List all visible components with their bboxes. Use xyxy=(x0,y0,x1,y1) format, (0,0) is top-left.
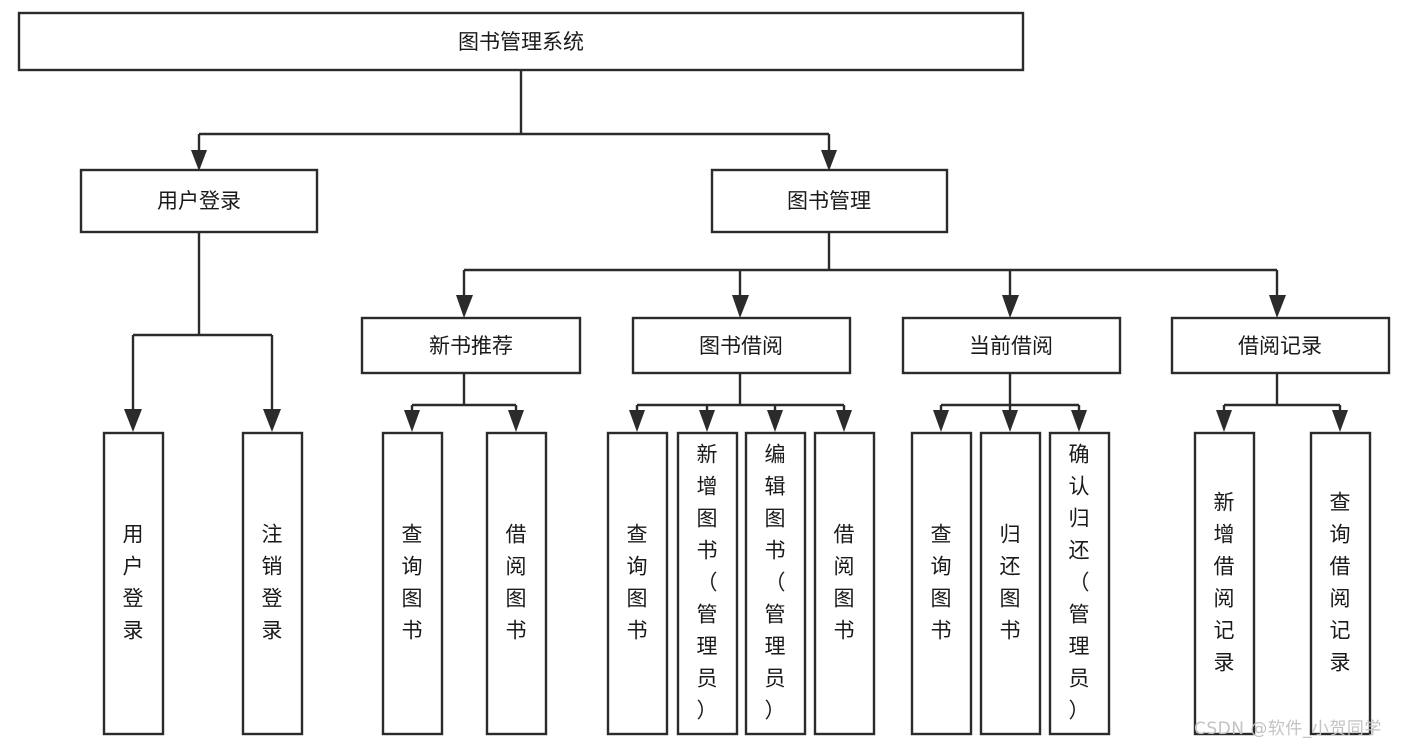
leaf-newbook-query-book-label: 查询图书 xyxy=(402,523,423,643)
arrow-head-bookborrow-l2 xyxy=(699,410,715,432)
arrow-head-bookborrow-l4 xyxy=(836,410,852,432)
node-book-borrow[interactable]: 图书借阅 xyxy=(631,316,852,375)
current-borrow-box[interactable] xyxy=(901,316,1122,375)
leaf-newbook-query-book-box[interactable] xyxy=(381,431,444,736)
leaf-bookborrow-borrow-book-box[interactable] xyxy=(813,431,876,736)
node-root-book-management-system[interactable]: 图书管理系统 xyxy=(17,11,1025,72)
csdn-watermark: CSDN @软件_小贺同学 xyxy=(1194,719,1382,739)
leaf-bookborrow-query-book-box[interactable] xyxy=(606,431,669,736)
node-current-borrow[interactable]: 当前借阅 xyxy=(901,316,1122,375)
leaf-bookborrow-query-book[interactable]: 查询图书 xyxy=(606,431,669,736)
leaf-bookborrow-borrow-book[interactable]: 借阅图书 xyxy=(813,431,876,736)
borrow-record-label: 借阅记录 xyxy=(1238,334,1322,358)
leaf-borrowrecord-query-record-box[interactable] xyxy=(1309,431,1372,736)
arrow-head-newbook-l1 xyxy=(404,410,420,432)
leaf-currentborrow-return-book-box[interactable] xyxy=(979,431,1042,736)
borrow-record-box[interactable] xyxy=(1170,316,1391,375)
arrow-head-user-login xyxy=(191,150,207,171)
leaf-newbook-query-book[interactable]: 查询图书 xyxy=(381,431,444,736)
current-borrow-label: 当前借阅 xyxy=(969,334,1053,358)
leaf-currentborrow-query-book-label: 查询图书 xyxy=(931,523,952,643)
arrow-head-currentborrow-l2 xyxy=(1002,410,1018,432)
leaf-bookborrow-borrow-book-label: 借阅图书 xyxy=(834,523,855,643)
arrow-head-borrowrecord-l2 xyxy=(1332,410,1348,432)
arrow-head-book-manage xyxy=(821,150,837,171)
arrow-head-borrowrecord-l1 xyxy=(1216,410,1232,432)
user-login-box[interactable] xyxy=(79,168,319,234)
arrow-head-bookborrow-l3 xyxy=(767,410,783,432)
leaf-user-login-box[interactable] xyxy=(102,431,165,736)
leaf-currentborrow-confirm-return[interactable]: 确认归还（管理员） xyxy=(1048,431,1111,736)
leaf-borrowrecord-add-record-label: 新增借阅记录 xyxy=(1214,491,1235,675)
leaf-bookborrow-edit-book-box[interactable] xyxy=(744,431,807,736)
arrow-head-borrow-record xyxy=(1269,295,1286,318)
leaf-user-login[interactable]: 用户登录 xyxy=(102,431,165,736)
leaf-user-login-label: 用户登录 xyxy=(123,523,144,643)
leaf-borrowrecord-add-record-box[interactable] xyxy=(1193,431,1256,736)
arrow-head-book-borrow xyxy=(732,295,749,318)
arrow-head-current-borrow xyxy=(1002,295,1019,318)
leaf-bookborrow-add-book-box[interactable] xyxy=(676,431,739,736)
arrow-head-new-book xyxy=(456,295,473,318)
edges-layer xyxy=(124,70,1348,432)
arrow-head-currentborrow-l3 xyxy=(1071,410,1087,432)
node-user-login[interactable]: 用户登录 xyxy=(79,168,319,234)
leaf-newbook-borrow-book[interactable]: 借阅图书 xyxy=(485,431,548,736)
leaf-currentborrow-query-book[interactable]: 查询图书 xyxy=(910,431,973,736)
leaf-currentborrow-confirm-return-box[interactable] xyxy=(1048,431,1111,736)
arrow-head-bookborrow-l1 xyxy=(629,410,645,432)
leaf-bookborrow-add-book[interactable]: 新增图书（管理员） xyxy=(676,431,739,736)
book-management-label: 图书管理 xyxy=(787,189,871,213)
arrow-head-currentborrow-l1 xyxy=(933,410,949,432)
root-box[interactable] xyxy=(17,11,1025,72)
node-borrow-record[interactable]: 借阅记录 xyxy=(1170,316,1391,375)
arrow-head-newbook-l2 xyxy=(508,410,524,432)
leaf-currentborrow-confirm-return-label: 确认归还（管理员） xyxy=(1069,443,1090,723)
node-book-management[interactable]: 图书管理 xyxy=(710,168,949,234)
leaf-bookborrow-query-book-label: 查询图书 xyxy=(627,523,648,643)
leaf-borrowrecord-query-record[interactable]: 查询借阅记录 xyxy=(1309,431,1372,736)
leaf-bookborrow-add-book-label: 新增图书（管理员） xyxy=(697,443,718,723)
arrow-head-leaf-logout xyxy=(263,409,281,432)
leaf-currentborrow-query-book-box[interactable] xyxy=(910,431,973,736)
root-label: 图书管理系统 xyxy=(458,30,584,54)
leaf-logout-box[interactable] xyxy=(241,431,304,736)
book-management-box[interactable] xyxy=(710,168,949,234)
leaf-borrowrecord-query-record-label: 查询借阅记录 xyxy=(1330,491,1351,675)
book-borrow-box[interactable] xyxy=(631,316,852,375)
leaf-currentborrow-return-book[interactable]: 归还图书 xyxy=(979,431,1042,736)
leaf-currentborrow-return-book-label: 归还图书 xyxy=(1000,523,1021,643)
book-borrow-label: 图书借阅 xyxy=(699,334,783,358)
leaf-newbook-borrow-book-box[interactable] xyxy=(485,431,548,736)
leaf-newbook-borrow-book-label: 借阅图书 xyxy=(506,523,527,643)
leaf-logout[interactable]: 注销登录 xyxy=(241,431,304,736)
leaf-borrowrecord-add-record[interactable]: 新增借阅记录 xyxy=(1193,431,1256,736)
leaf-bookborrow-edit-book-label: 编辑图书（管理员） xyxy=(765,443,786,723)
arrow-head-leaf-user-login xyxy=(124,409,142,432)
user-login-label: 用户登录 xyxy=(157,189,241,213)
leaf-bookborrow-edit-book[interactable]: 编辑图书（管理员） xyxy=(744,431,807,736)
node-new-book-recommend[interactable]: 新书推荐 xyxy=(360,316,582,375)
leaf-logout-label: 注销登录 xyxy=(262,523,283,643)
new-book-recommend-box[interactable] xyxy=(360,316,582,375)
new-book-recommend-label: 新书推荐 xyxy=(429,334,513,358)
